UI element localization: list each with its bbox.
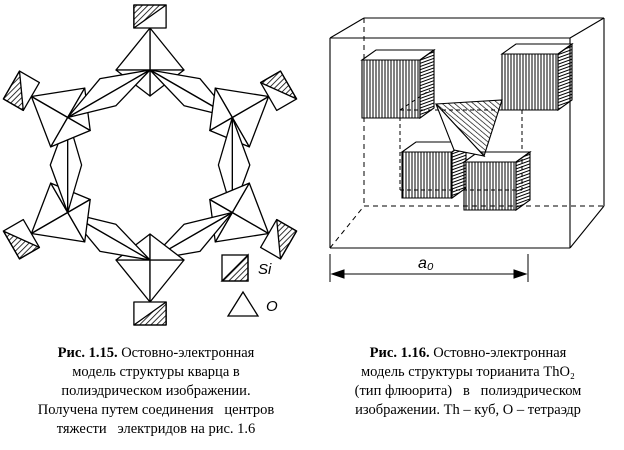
- caption-line: Рис. 1.16. Остовно-электронная: [369, 345, 567, 361]
- oxygen-triangle: [149, 69, 233, 119]
- silicon-square-hatch: [2, 70, 24, 112]
- cube-bottom-right: [462, 150, 532, 212]
- silicon-square-hatch: [259, 70, 298, 100]
- tetrahedron: [434, 99, 503, 158]
- oxygen-triangle: [217, 116, 233, 214]
- oxygen-triangle: [67, 198, 91, 243]
- thorianite-structure-figure: a₀: [329, 17, 605, 282]
- caption-line: Рис. 1.15. Остовно-электронная: [57, 345, 255, 361]
- caption-line: полиэдрическом изображении.: [61, 383, 251, 399]
- oxygen-triangle: [149, 211, 233, 261]
- oxygen-triangle: [67, 211, 151, 261]
- caption-figure-1-15: Рис. 1.15. Остовно-электронная модель ст…: [0, 344, 312, 439]
- cube-top-right: [500, 42, 574, 112]
- cube-bottom-left: [400, 140, 468, 200]
- oxygen-triangle: [67, 69, 151, 119]
- quartz-structure-figure: Si O: [2, 4, 298, 326]
- oxygen-triangle: [115, 27, 151, 71]
- caption-number: Рис. 1.15.: [57, 345, 118, 361]
- caption-line: модель структуры торианита ThO₂: [361, 364, 575, 380]
- caption-number: Рис. 1.16.: [369, 345, 430, 361]
- quartz-polyhedra-ring: [2, 4, 298, 326]
- caption-line: (тип флюорита) в полиэдрическом: [354, 383, 582, 399]
- legend: Si O: [220, 253, 278, 317]
- legend-si-label: Si: [258, 261, 272, 278]
- caption-line: модель структуры кварца в: [72, 364, 240, 380]
- oxygen-triangle: [149, 233, 185, 261]
- caption-line: изображении. Th – куб, O – тетраэдр: [355, 402, 581, 418]
- dimension-label: a₀: [418, 255, 434, 272]
- legend-o-label: O: [266, 298, 278, 315]
- oxygen-triangle: [50, 116, 91, 148]
- cube-top-left: [360, 48, 436, 120]
- caption-line: Получена путем соединения центров: [37, 402, 275, 418]
- oxygen-triangle: [209, 87, 233, 132]
- oxygen-triangle: [149, 259, 185, 303]
- legend-o-triangle: [226, 290, 260, 317]
- oxygen-triangle: [149, 27, 185, 71]
- silicon-square-hatch: [133, 301, 167, 326]
- silicon-square-hatch: [276, 218, 298, 260]
- oxygen-triangle: [115, 259, 151, 303]
- caption-line: тяжести электридов на рис. 1.6: [56, 421, 256, 437]
- silicon-square-hatch: [133, 4, 167, 29]
- oxygen-triangle: [209, 182, 250, 214]
- caption-figure-1-16: Рис. 1.16. Остовно-электронная модель ст…: [318, 344, 618, 420]
- legend-si-hatched-half: [220, 253, 249, 282]
- dimension-line: [329, 254, 529, 282]
- silicon-square-hatch: [2, 230, 41, 260]
- oxygen-triangle: [67, 116, 83, 214]
